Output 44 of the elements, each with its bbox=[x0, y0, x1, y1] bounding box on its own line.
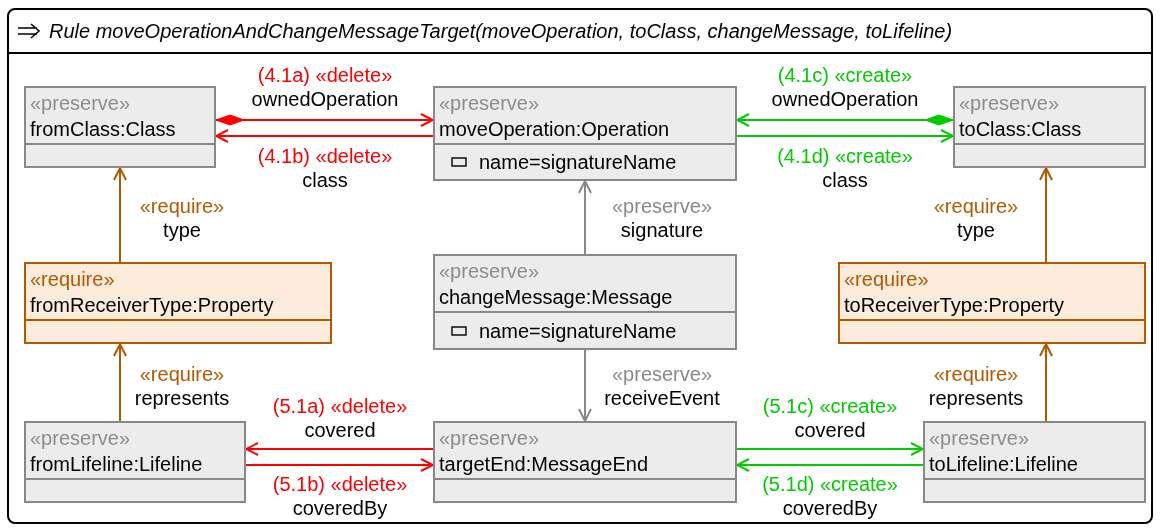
object-name: targetEnd:MessageEnd bbox=[439, 451, 649, 477]
object-box bbox=[953, 86, 1146, 168]
association-arrow bbox=[215, 129, 434, 143]
association-arrow bbox=[736, 129, 954, 143]
object-box bbox=[24, 86, 216, 168]
object-box bbox=[24, 421, 246, 503]
association-arrow bbox=[113, 167, 127, 263]
association-arrow bbox=[578, 180, 592, 255]
association-arrow bbox=[578, 349, 592, 422]
attribute-text: name=signatureName bbox=[479, 150, 677, 175]
stereotype: «preserve» bbox=[439, 258, 540, 284]
stereotype: «preserve» bbox=[439, 425, 540, 451]
association-arrow bbox=[1039, 167, 1053, 263]
association-arrow bbox=[1039, 343, 1053, 422]
object-name: changeMessage:Message bbox=[439, 284, 673, 310]
stereotype: «require» bbox=[844, 266, 929, 292]
object-box bbox=[838, 262, 1146, 344]
object-box bbox=[923, 421, 1146, 503]
association-arrow bbox=[736, 113, 954, 127]
rule-title: Rule moveOperationAndChangeMessageTarget(moveOperation, toClass, changeMessage, toLifeline) bbox=[49, 19, 953, 44]
association-arrow bbox=[113, 343, 127, 422]
object-name: toLifeline:Lifeline bbox=[929, 451, 1078, 477]
stereotype: «require» bbox=[30, 266, 115, 292]
association-arrow bbox=[736, 442, 924, 456]
object-name: fromReceiverType:Property bbox=[30, 292, 274, 318]
association-arrow bbox=[736, 458, 924, 472]
object-name: fromClass:Class bbox=[30, 116, 176, 142]
object-name: toReceiverType:Property bbox=[844, 292, 1065, 318]
stereotype: «preserve» bbox=[30, 425, 131, 451]
object-name: moveOperation:Operation bbox=[439, 116, 670, 142]
association-arrow bbox=[245, 442, 434, 456]
object-box bbox=[433, 421, 737, 503]
object-name: fromLifeline:Lifeline bbox=[30, 451, 203, 477]
association-arrow bbox=[245, 458, 434, 472]
attribute-text: name=signatureName bbox=[479, 318, 677, 344]
stereotype: «preserve» bbox=[30, 90, 131, 116]
association-arrow bbox=[215, 113, 434, 127]
stereotype: «preserve» bbox=[959, 90, 1060, 116]
stereotype: «preserve» bbox=[929, 425, 1030, 451]
stereotype: «preserve» bbox=[439, 90, 540, 116]
object-name: toClass:Class bbox=[959, 116, 1082, 142]
object-box bbox=[24, 262, 332, 344]
object-box bbox=[433, 254, 737, 350]
object-box bbox=[433, 86, 737, 181]
